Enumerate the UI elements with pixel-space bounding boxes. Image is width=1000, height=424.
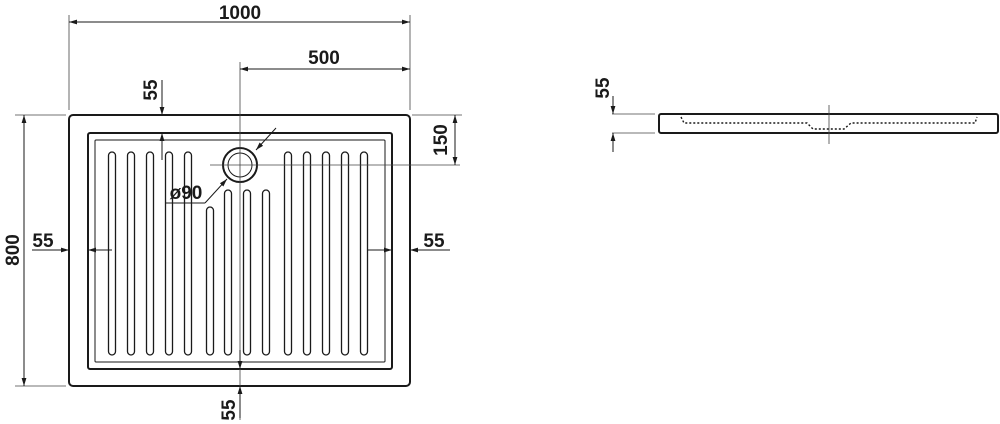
dimension-margin-right: 55 — [368, 231, 450, 253]
margin-bottom-label: 55 — [219, 399, 240, 421]
tray-side-view: 55 — [593, 77, 999, 152]
groove — [107, 151, 117, 356]
height-label: 800 — [3, 234, 24, 266]
groove — [242, 189, 252, 356]
dimension-margin-bottom: 55 — [219, 350, 243, 421]
dimension-height: 800 — [3, 114, 66, 387]
groove — [164, 151, 174, 356]
groove — [183, 151, 193, 356]
dimension-margin-left: 55 — [32, 231, 112, 253]
groove — [223, 189, 233, 356]
anti-slip-grooves — [107, 151, 369, 356]
groove — [302, 151, 312, 356]
tray-top-view — [68, 114, 411, 387]
groove — [321, 151, 331, 356]
margin-top-label: 55 — [141, 79, 162, 101]
groove — [359, 151, 369, 356]
dimension-drain-diameter: ø90 — [166, 127, 277, 204]
dimension-drain-offset: 150 — [412, 114, 462, 165]
half-width-label: 500 — [308, 48, 340, 69]
groove — [145, 151, 155, 356]
dimension-width: 1000 — [68, 3, 411, 110]
groove — [261, 189, 271, 356]
drain-diameter-label: ø90 — [170, 183, 203, 204]
width-label: 1000 — [219, 3, 261, 24]
groove — [283, 151, 293, 356]
drain-offset-label: 150 — [431, 124, 452, 156]
tray-outline — [68, 114, 411, 387]
groove — [340, 151, 350, 356]
side-height-label: 55 — [593, 77, 614, 99]
margin-right-label: 55 — [423, 231, 445, 252]
groove — [126, 151, 136, 356]
dimension-half-width: 500 — [240, 48, 410, 72]
side-profile — [658, 113, 999, 134]
margin-left-label: 55 — [32, 231, 54, 252]
groove — [205, 206, 215, 356]
hidden-basin-profile — [680, 116, 978, 130]
dimension-margin-top: 55 — [141, 79, 165, 160]
